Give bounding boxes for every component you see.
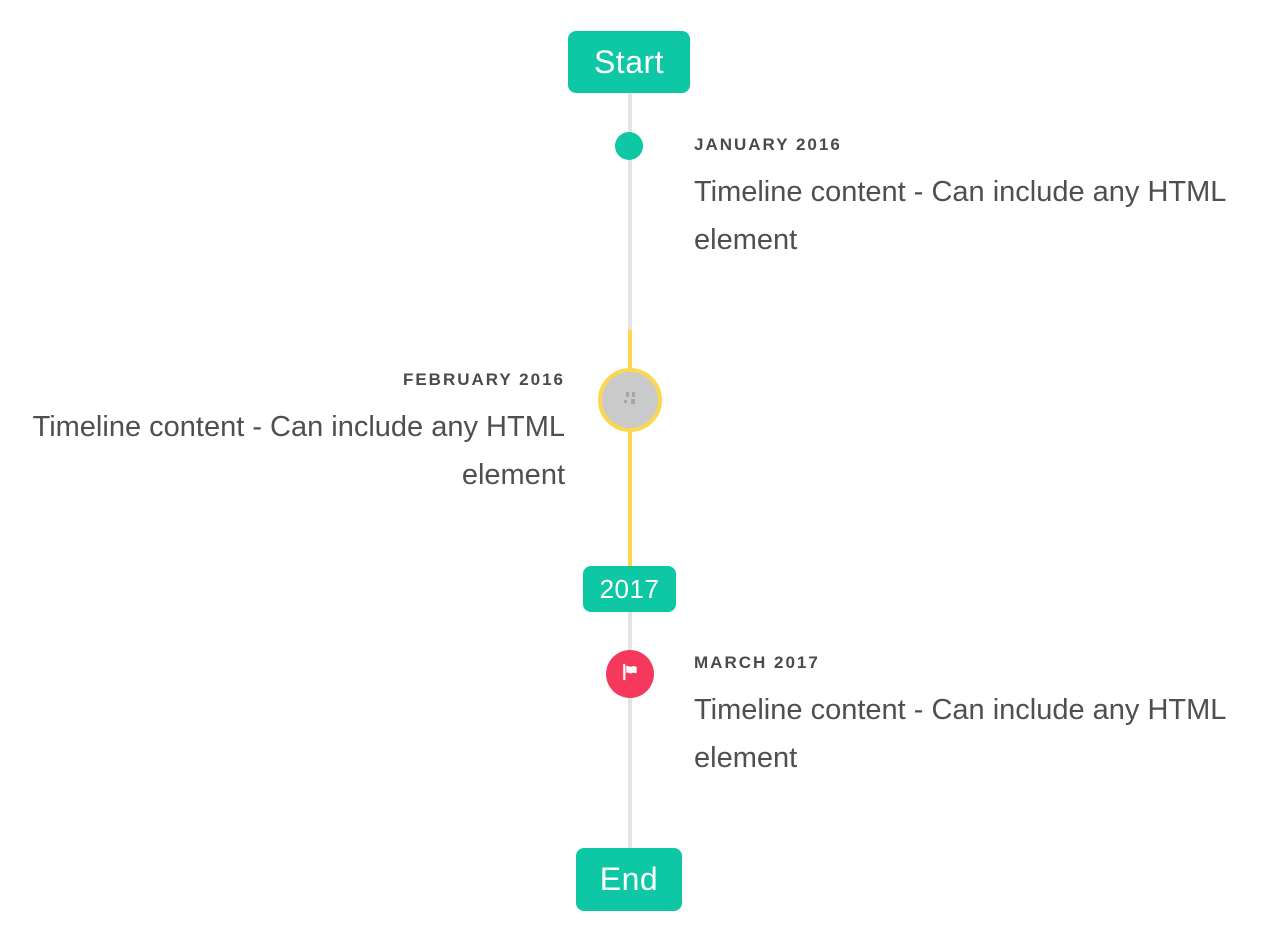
timeline-entry-february: FEBRUARY 2016 Timeline content - Can inc… — [25, 370, 565, 499]
year-badge: 2017 — [583, 566, 676, 612]
timeline-line-highlight — [628, 330, 632, 566]
event-date: JANUARY 2016 — [694, 135, 842, 154]
timeline-entry-january: JANUARY 2016 Timeline content - Can incl… — [694, 135, 1234, 264]
event-date: FEBRUARY 2016 — [402, 370, 565, 389]
broken-image-icon — [623, 391, 638, 410]
timeline-end-label: End — [599, 861, 659, 897]
event-content: Timeline content - Can include any HTML … — [694, 694, 1226, 774]
event-dot-marker — [615, 132, 643, 160]
timeline-entry-march: MARCH 2017 Timeline content - Can includ… — [694, 653, 1234, 782]
event-flag-marker — [606, 650, 654, 698]
year-badge-label: 2017 — [599, 573, 660, 604]
event-image-marker — [598, 368, 662, 432]
event-content: Timeline content - Can include any HTML … — [694, 176, 1226, 256]
timeline-start-label: Start — [593, 43, 665, 80]
event-content: Timeline content - Can include any HTML … — [32, 411, 565, 491]
timeline-end-badge: End — [576, 848, 682, 911]
timeline-start-badge: Start — [568, 31, 690, 93]
event-date: MARCH 2017 — [694, 653, 820, 672]
flag-icon — [618, 660, 642, 689]
